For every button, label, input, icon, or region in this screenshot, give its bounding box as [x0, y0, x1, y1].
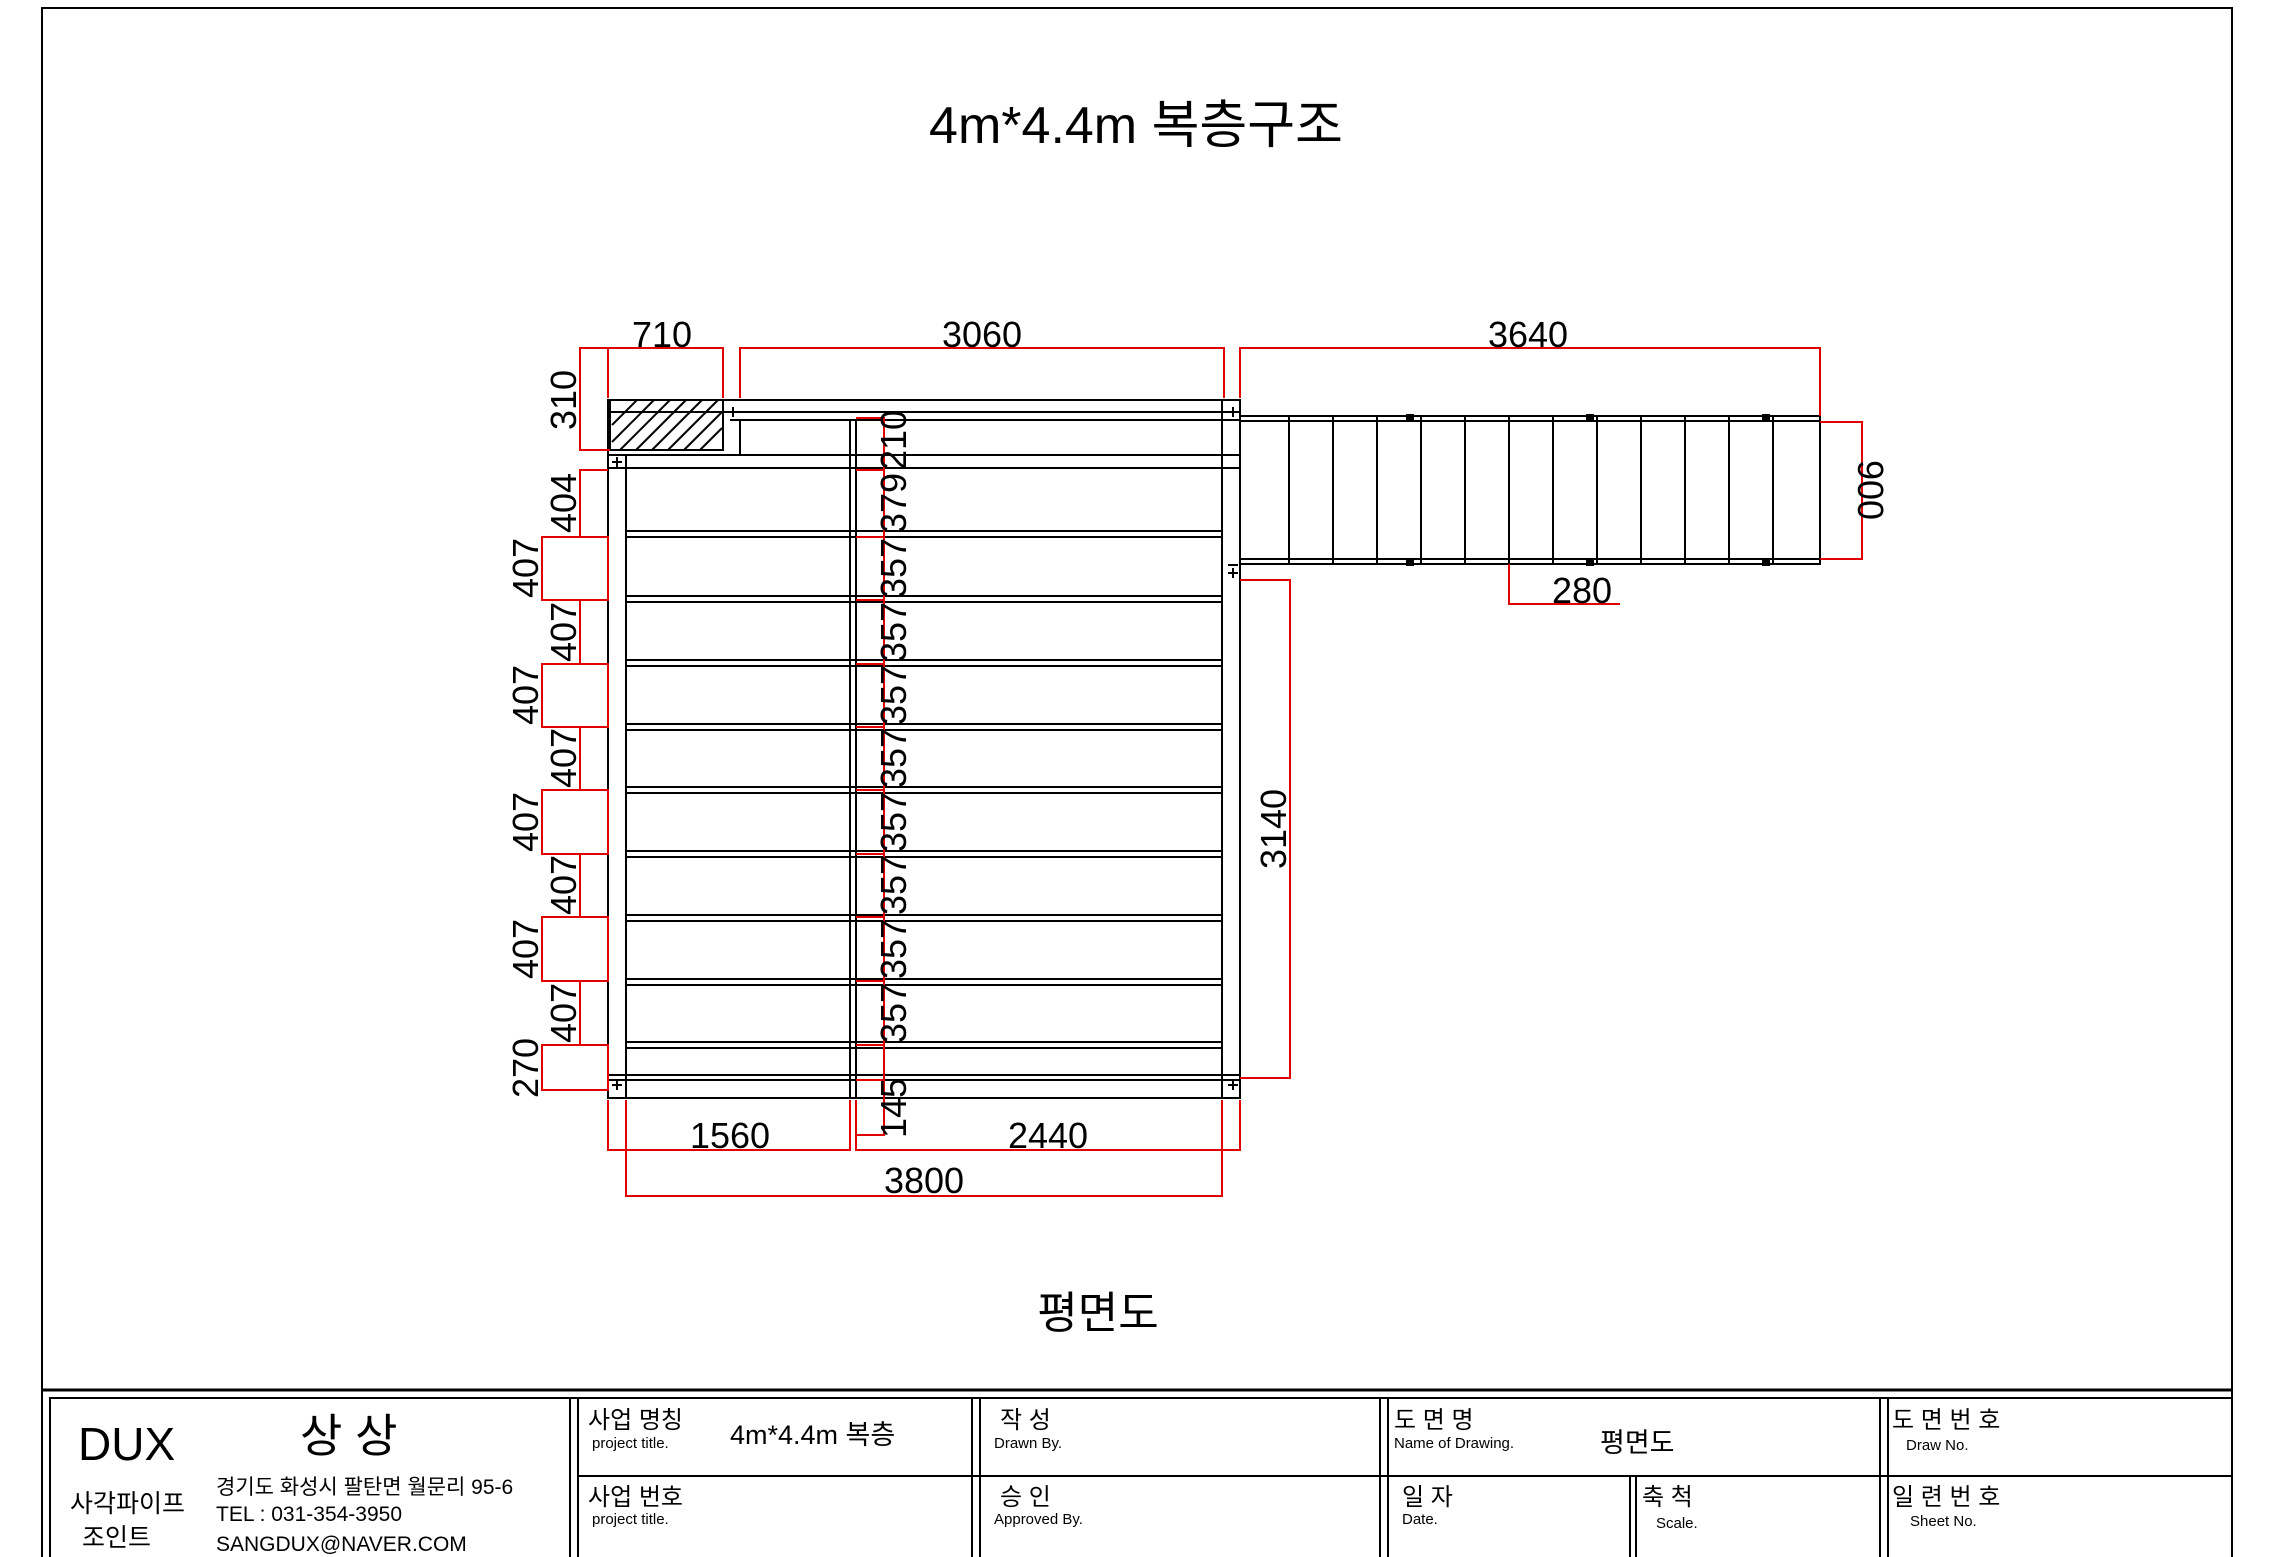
dim-top-710: 710	[632, 314, 692, 355]
center-beam	[849, 420, 857, 1098]
staircase	[1239, 415, 1821, 565]
company-korean-name: 상 상	[300, 1410, 397, 1462]
project-name-sub: project title.	[592, 1435, 669, 1452]
dim-mid-357-f: 357	[873, 855, 914, 915]
project-name-value: 4m*4.4m 복층	[730, 1420, 895, 1450]
drawing-name-label: 도 면 명	[1394, 1407, 1474, 1434]
dim-mid-357-h: 357	[873, 983, 914, 1043]
drawn-by-label: 작 성	[1000, 1407, 1051, 1434]
approved-by-label: 승 인	[1000, 1484, 1051, 1511]
hatch	[611, 399, 723, 451]
stair-posts	[1406, 414, 1770, 566]
dim-top-3060: 3060	[942, 314, 1022, 355]
dim-left-407-h: 407	[543, 983, 584, 1043]
product-line-2: 조인트	[82, 1524, 151, 1552]
dimension-texts: 710 3060 3640 310 404 407 407 407 407 40…	[505, 314, 1891, 1201]
sheet-border	[41, 7, 2233, 1557]
dim-bot-3800: 3800	[884, 1160, 964, 1201]
joists	[608, 530, 1240, 1081]
dim-mid-357-d: 357	[873, 728, 914, 788]
dim-mid-357-g: 357	[873, 919, 914, 979]
dim-left-407-b: 407	[543, 602, 584, 662]
dim-right-3140: 3140	[1253, 789, 1294, 869]
date-label: 일 자	[1402, 1484, 1453, 1511]
drawing-name-value: 평면도	[1600, 1428, 1675, 1458]
drawing-title: 4m*4.4m 복층구조	[929, 97, 1343, 155]
dim-mid-357-c: 357	[873, 665, 914, 725]
product-line-1: 사각파이프	[70, 1490, 185, 1518]
dimension-lines	[541, 347, 1863, 1197]
dim-left-407-a: 407	[505, 538, 546, 598]
drawing-name-sub: Name of Drawing.	[1394, 1435, 1514, 1452]
dim-mid-357-b: 357	[873, 602, 914, 662]
company-address: 경기도 화성시 팔탄면 월문리 95-6	[216, 1476, 513, 1499]
dim-mid-357-a: 357	[873, 538, 914, 598]
draw-no-label: 도 면 번 호	[1892, 1407, 2000, 1434]
dim-left-407-g: 407	[505, 919, 546, 979]
dim-top-3640: 3640	[1488, 314, 1568, 355]
dim-left-404: 404	[543, 473, 584, 533]
stair-outline	[1239, 415, 1821, 565]
dim-stair-900: 900	[1850, 460, 1891, 520]
main-frame	[607, 399, 1241, 1099]
company-tel: TEL : 031-354-3950	[216, 1503, 402, 1526]
dim-bot-1560: 1560	[690, 1115, 770, 1156]
dim-left-407-e: 407	[505, 792, 546, 852]
dim-left-407-f: 407	[543, 855, 584, 915]
project-no-label: 사업 번호	[588, 1484, 683, 1511]
approved-by-sub: Approved By.	[994, 1511, 1083, 1528]
dim-left-310: 310	[543, 370, 584, 430]
project-no-sub: project title.	[592, 1511, 669, 1528]
dim-mid-210: 210	[873, 410, 914, 470]
project-name-label: 사업 명칭	[588, 1407, 683, 1434]
company-email: SANGDUX@NAVER.COM	[216, 1533, 467, 1556]
dim-stair-280: 280	[1552, 570, 1612, 611]
dim-mid-379: 379	[873, 473, 914, 533]
dim-left-270: 270	[505, 1038, 546, 1098]
plan-structure	[607, 399, 1241, 1099]
dim-bot-2440: 2440	[1008, 1115, 1088, 1156]
view-label: 평면도	[1037, 1289, 1158, 1338]
sheet-no-label: 일 련 번 호	[1892, 1484, 2000, 1511]
scale-label: 축 척	[1642, 1484, 1693, 1511]
dim-mid-357-e: 357	[873, 792, 914, 852]
dim-left-407-d: 407	[543, 728, 584, 788]
drawn-by-sub: Drawn By.	[994, 1435, 1062, 1452]
joint-marks	[612, 407, 1238, 1090]
title-block	[42, 1388, 2233, 1557]
sheet-no-sub: Sheet No.	[1910, 1513, 1977, 1530]
company-logo-text: DUX	[78, 1418, 175, 1470]
draw-no-sub: Draw No.	[1906, 1437, 1969, 1454]
dim-left-407-c: 407	[505, 665, 546, 725]
dim-mid-145: 145	[873, 1078, 914, 1138]
date-sub: Date.	[1402, 1511, 1438, 1528]
landing-opening	[609, 399, 724, 451]
title-block-text: DUX 상 상 사각파이프 조인트 경기도 화성시 팔탄면 월문리 95-6 T…	[70, 1407, 2000, 1556]
scale-sub: Scale.	[1656, 1515, 1698, 1532]
